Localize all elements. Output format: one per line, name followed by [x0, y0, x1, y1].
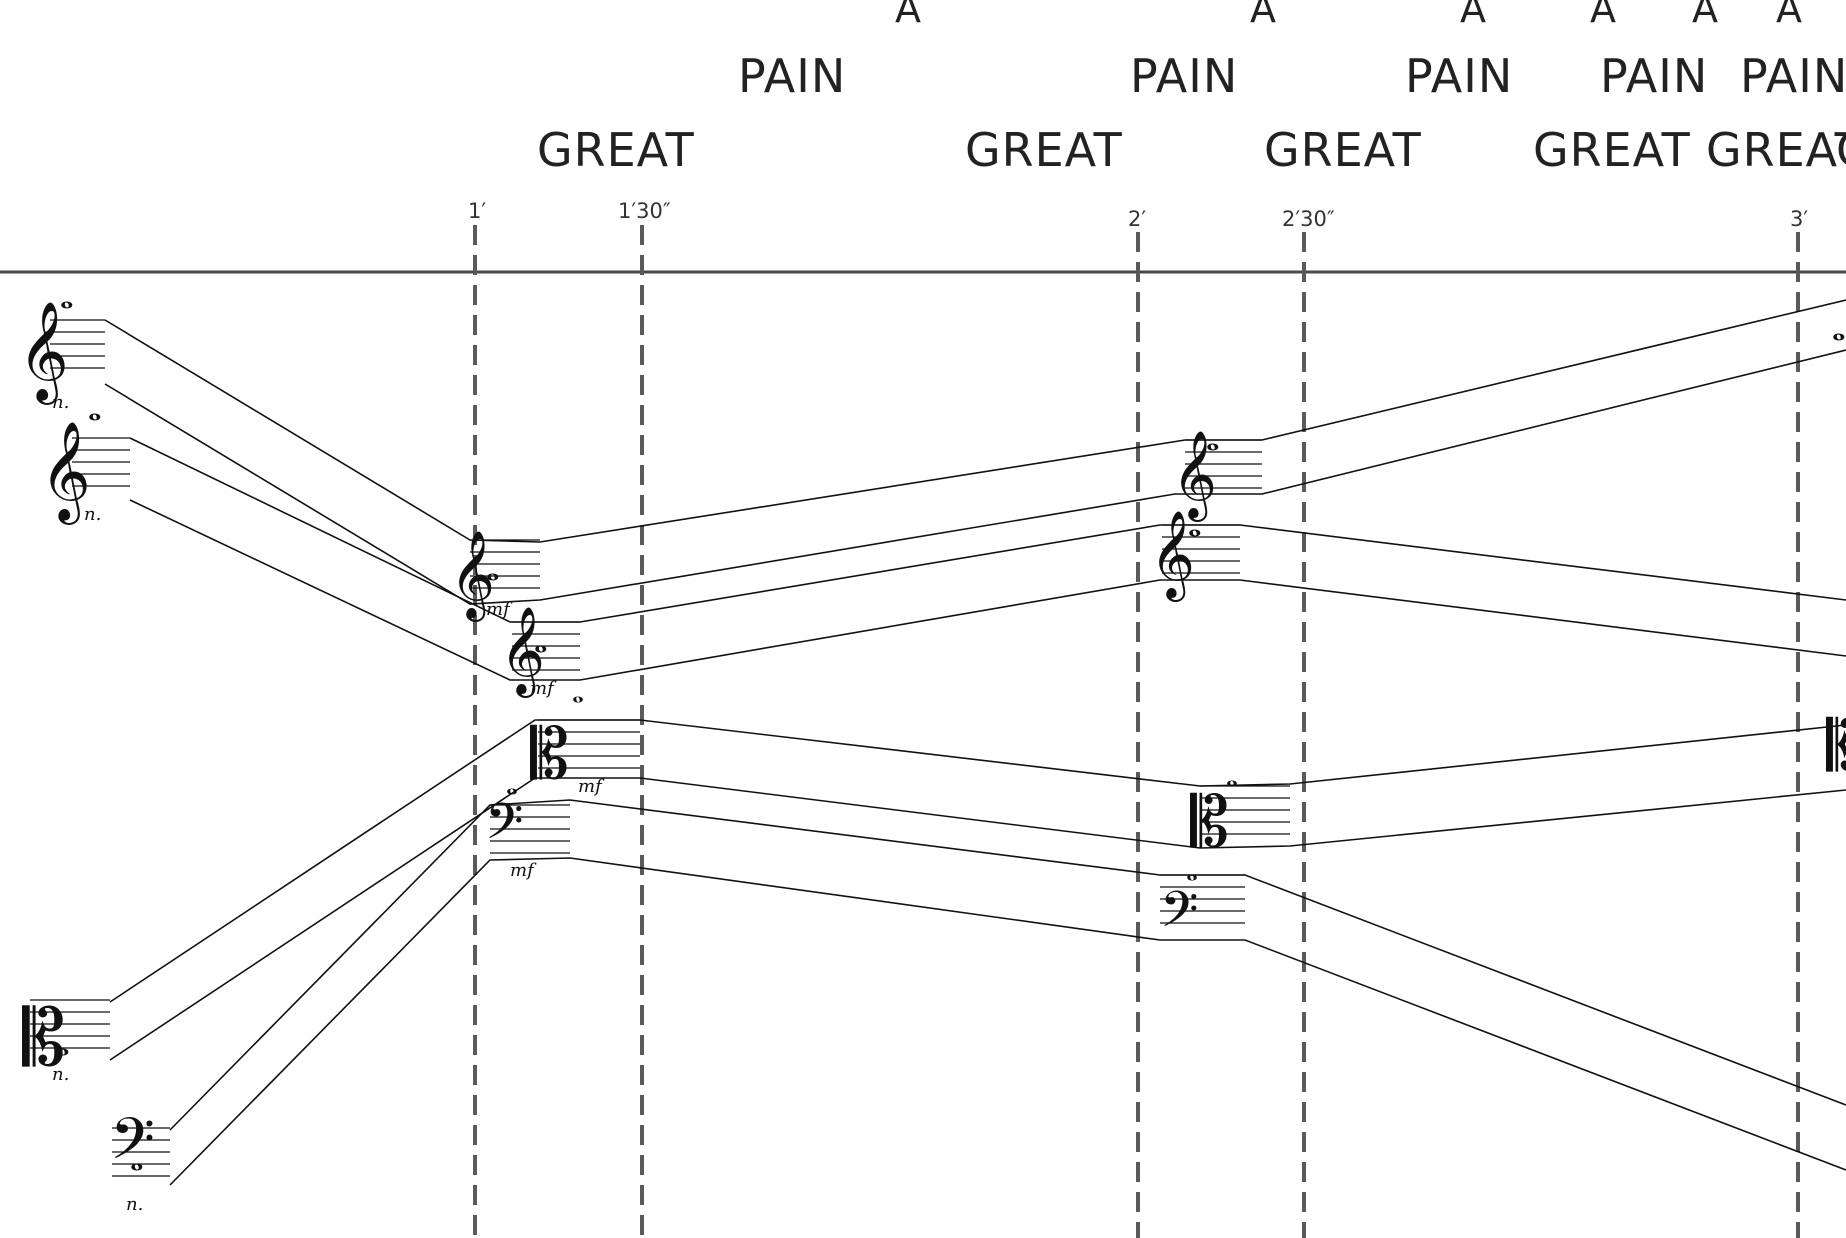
whole-note: 𝅝 — [60, 277, 74, 317]
word-a: A — [1590, 0, 1617, 31]
clefs-and-notes: 𝄞 𝅝 n. 𝄞 𝅝 n. 𝄡 𝅝 n. 𝄢 𝅝 n. 𝄞 𝅝 mf 𝄞 𝅝 m… — [18, 277, 1846, 1215]
alto-clef: 𝄡 — [22, 994, 66, 1084]
marking-niente: n. — [84, 504, 101, 525]
treble-clef: 𝄞 — [1172, 429, 1217, 522]
word-a: A — [1692, 0, 1719, 31]
word-row-pain: PAIN PAIN PAIN PAIN PAIN — [738, 49, 1846, 103]
whole-note: 𝅝 — [56, 1024, 70, 1064]
fermata-note: 𝅝 — [486, 549, 500, 589]
treble-clef: 𝄞 — [500, 605, 545, 698]
marking-niente: n. — [52, 392, 69, 413]
treble-clef: 𝄞 — [18, 301, 69, 405]
word-great: GREAT — [1264, 123, 1422, 177]
voice-band-edge — [129, 499, 1846, 681]
voice-band-edge — [109, 719, 1846, 1003]
dynamic-mf: mf — [578, 776, 605, 797]
word-pain: PAIN — [1740, 49, 1846, 103]
word-great: GREAT — [537, 123, 695, 177]
time-label: 2′30″ — [1282, 207, 1335, 231]
bass-clef: 𝄢 — [485, 793, 524, 863]
time-label: 1′30″ — [618, 199, 671, 223]
word-pain: PAIN — [1600, 49, 1708, 103]
fermata-note: 𝅝 — [572, 675, 584, 710]
word-a: A — [1460, 0, 1487, 31]
voice-band-edge — [129, 437, 1846, 623]
dynamic-mf: mf — [486, 599, 513, 620]
fermata-note: 𝅝 — [506, 767, 518, 802]
voice-band-edge — [109, 777, 1846, 1061]
whole-note: 𝅝 — [130, 1139, 144, 1179]
treble-clef: 𝄞 — [1150, 509, 1195, 602]
word-pain: PAIN — [1405, 49, 1513, 103]
fermata-note: 𝅝 — [534, 621, 548, 661]
word-great: GREAT — [1533, 123, 1691, 177]
alto-clef: 𝄡 — [1190, 781, 1229, 863]
alto-clef: 𝄡 — [1826, 705, 1846, 787]
word-a: A — [1776, 0, 1803, 31]
word-great: G — [1836, 123, 1846, 177]
lower-voices — [109, 719, 1846, 1186]
marking-niente: n. — [126, 1194, 143, 1215]
voice-band-edge — [169, 857, 1846, 1186]
upper-voices — [104, 299, 1846, 681]
word-row-a: A A A A A A — [895, 0, 1803, 31]
fermata-note: 𝅝 — [1206, 419, 1220, 459]
alto-clef: 𝄡 — [530, 713, 569, 795]
time-label: 1′ — [468, 199, 486, 223]
treble-clef: 𝄞 — [450, 529, 495, 622]
word-row-great: GREAT GREAT GREAT GREAT GREAT G — [537, 123, 1846, 177]
voice-band-edge — [104, 349, 1846, 605]
word-a: A — [1250, 0, 1277, 31]
bass-clef: 𝄢 — [1160, 881, 1199, 951]
voice-band-edge — [169, 799, 1846, 1131]
voice-band-edge — [104, 299, 1846, 543]
fermata-note: 𝅝 — [1226, 759, 1238, 794]
word-great: GREAT — [965, 123, 1123, 177]
time-label: 2′ — [1128, 207, 1146, 231]
staff-fragments — [30, 319, 1290, 1177]
time-label: 3′ — [1790, 207, 1808, 231]
word-great: GREAT — [1706, 123, 1846, 177]
treble-clef: 𝄞 — [40, 421, 91, 525]
marking-niente: n. — [52, 1064, 69, 1085]
bass-clef: 𝄢 — [110, 1105, 155, 1187]
whole-note: 𝅝 — [88, 389, 102, 429]
fermata-note: 𝅝 — [1188, 505, 1202, 545]
whole-note: 𝅝 — [1832, 309, 1846, 349]
dynamic-mf: mf — [530, 678, 557, 699]
word-pain: PAIN — [738, 49, 846, 103]
time-markers: 1′ 1′30″ 2′ 2′30″ 3′ — [468, 199, 1808, 1238]
word-a: A — [895, 0, 922, 31]
fermata-note: 𝅝 — [1186, 853, 1198, 888]
word-pain: PAIN — [1130, 49, 1238, 103]
dynamic-mf: mf — [510, 860, 537, 881]
